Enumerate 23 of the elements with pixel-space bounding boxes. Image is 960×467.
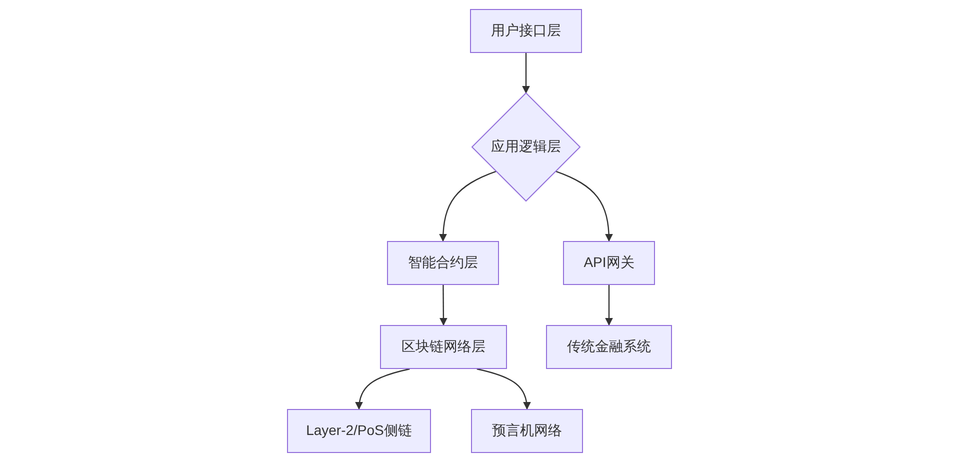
node-label: 预言机网络 xyxy=(492,422,562,440)
process-box xyxy=(470,9,582,53)
arrow xyxy=(522,53,530,94)
process-box xyxy=(287,409,431,453)
node-label: 智能合约层 xyxy=(408,254,478,272)
node-label: Layer-2/PoS侧链 xyxy=(306,422,412,440)
node-label: API网关 xyxy=(584,254,634,272)
arrow xyxy=(355,368,410,410)
decision-diamond xyxy=(472,93,580,201)
arrow xyxy=(605,285,613,326)
node-label: 传统金融系统 xyxy=(567,338,651,356)
process-box xyxy=(563,241,655,285)
process-box xyxy=(546,325,672,369)
process-box xyxy=(380,325,507,369)
process-box xyxy=(471,409,583,453)
node-label: 应用逻辑层 xyxy=(491,138,561,156)
node-label: 区块链网络层 xyxy=(402,338,486,356)
process-box xyxy=(387,241,499,285)
node-label: 用户接口层 xyxy=(491,22,561,40)
arrow xyxy=(476,368,531,410)
arrow xyxy=(555,170,613,242)
arrow xyxy=(439,285,448,326)
arrow xyxy=(439,170,497,242)
